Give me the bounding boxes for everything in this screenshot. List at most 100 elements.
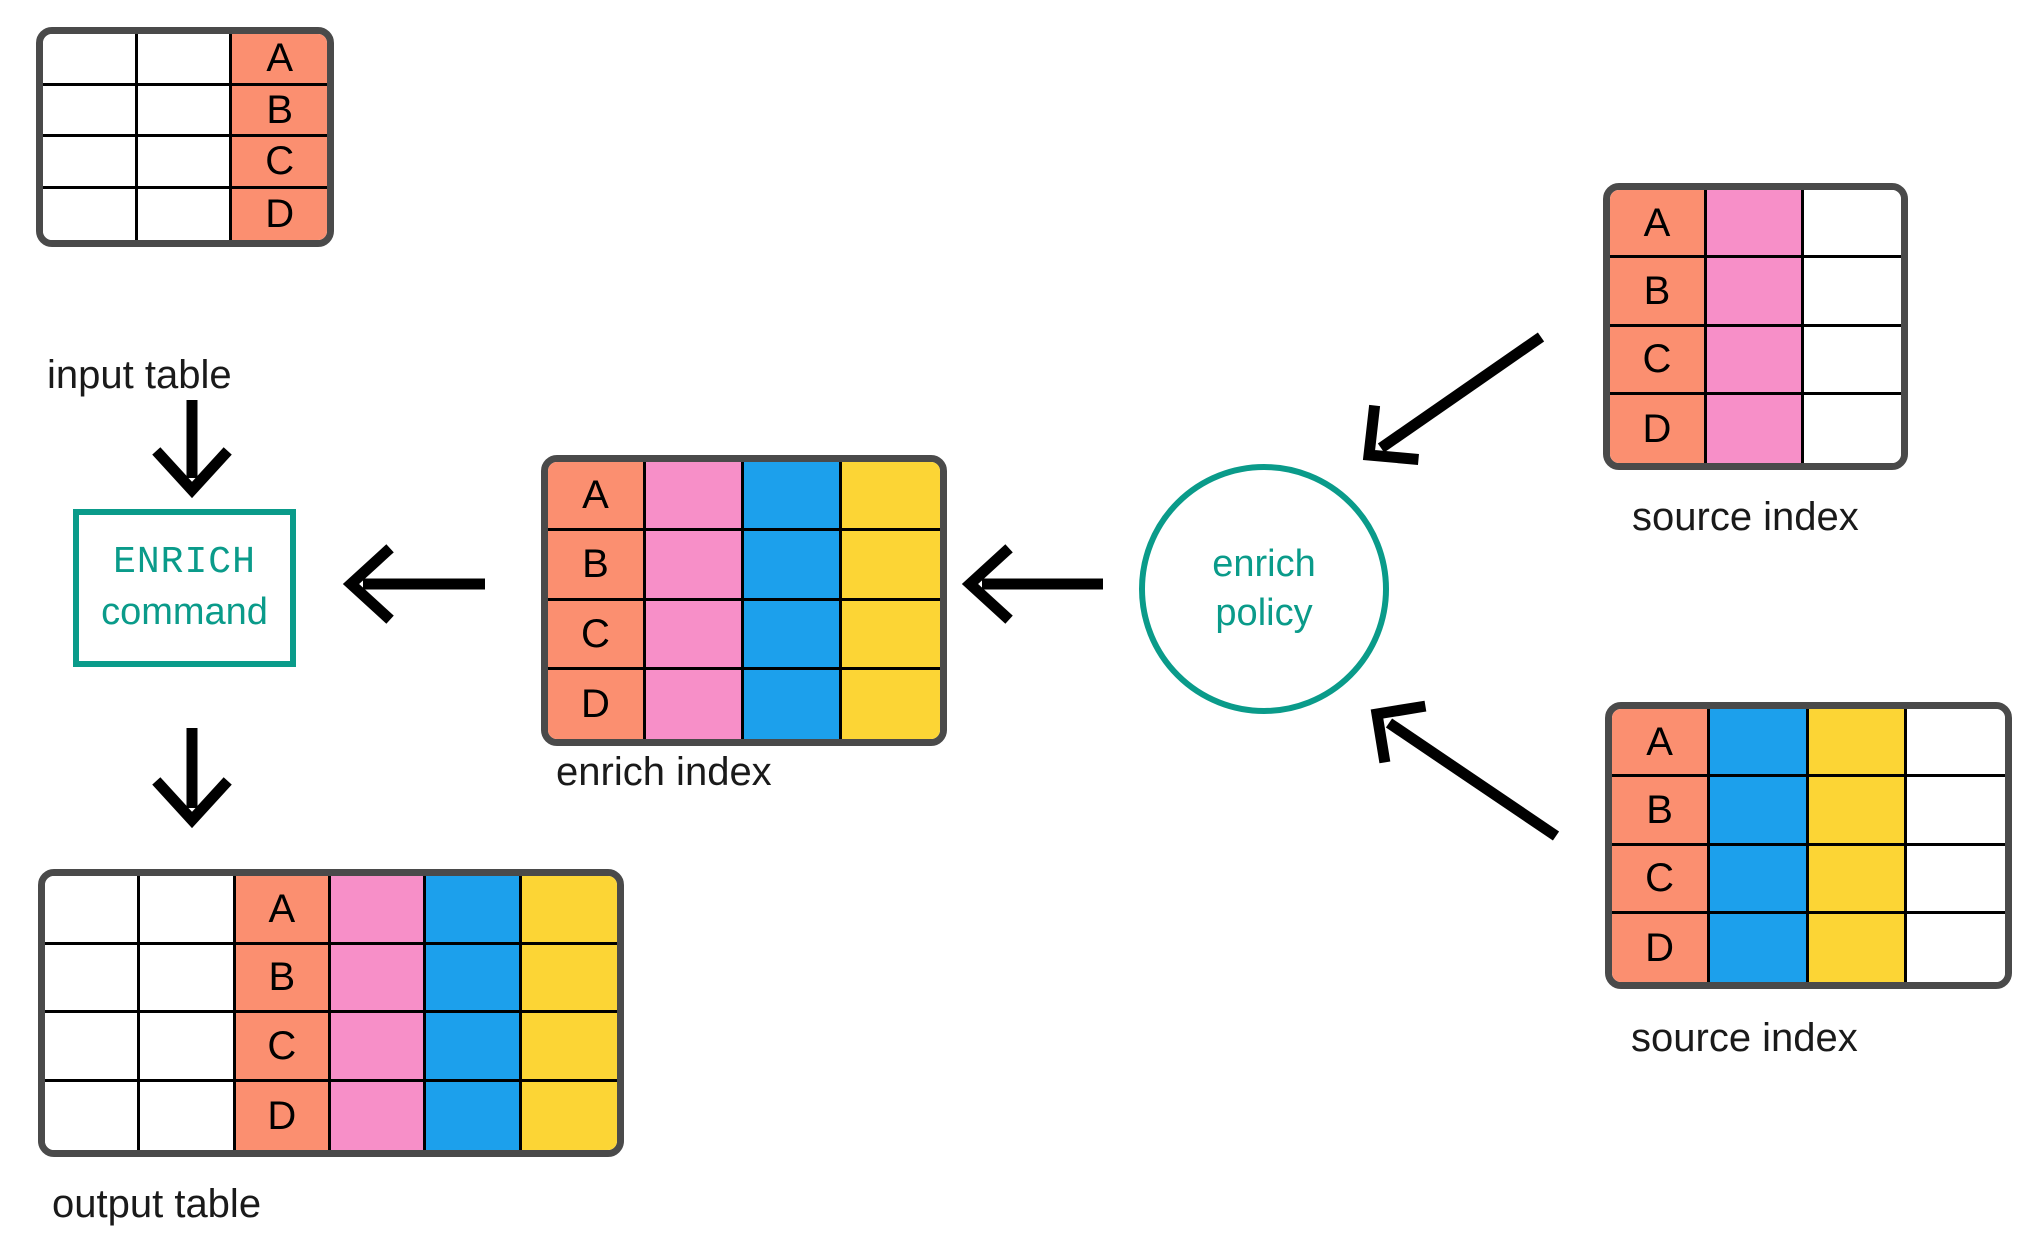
cell-yellow-field-row-4	[1808, 913, 1907, 982]
cell-yellow-field-row-2	[842, 531, 940, 601]
cell-yellow-field-row-4	[842, 669, 940, 739]
arrow-enrich-index-to-enrich-command	[342, 544, 485, 624]
cell-key-row-4: D	[548, 669, 646, 739]
cell-blank-1-row-3	[45, 1013, 141, 1082]
enrich-keyword: ENRICH	[113, 541, 256, 585]
cell-pink-field-row-2	[331, 944, 427, 1013]
cell-blue-field-row-1	[426, 876, 522, 945]
cell-pink-field-row-2	[646, 531, 744, 601]
cell-blank-2-row-2	[140, 944, 236, 1013]
arrow-source-index-bottom-to-enrich-policy	[1370, 700, 1560, 841]
cell-key-row-2: B	[1610, 258, 1707, 327]
cell-yellow-field-row-3	[842, 600, 940, 670]
arrow-source-index-top-to-enrich-policy	[1362, 332, 1545, 465]
cell-blue-field-row-1	[744, 462, 842, 532]
cell-key-row-3: C	[548, 600, 646, 670]
cell-key-row-1: A	[235, 876, 331, 945]
cell-blank-2-row-4	[137, 188, 233, 240]
cell-key-row-1: A	[1612, 709, 1711, 778]
cell-blue-field-row-2	[1710, 777, 1809, 846]
source-index-top-caption: source index	[1632, 495, 1859, 539]
output-table-caption: output table	[52, 1182, 262, 1226]
cell-blank-row-2	[1906, 777, 2005, 846]
cell-blank-2-row-1	[137, 34, 233, 86]
cell-blank-1-row-2	[43, 85, 138, 137]
cell-yellow-field-row-1	[521, 876, 617, 945]
cell-blank-row-3	[1906, 845, 2005, 914]
cell-blank-2-row-2	[137, 85, 233, 137]
cell-blue-field-row-2	[426, 944, 522, 1013]
cell-key-row-4: D	[235, 1081, 331, 1150]
enrich-policy-node[interactable]: enrich policy	[1139, 464, 1389, 714]
arrow-enrich-command-to-output-table	[152, 728, 232, 829]
cell-blank-row-3	[1804, 326, 1901, 395]
arrow-input-table-to-enrich-command	[152, 400, 232, 499]
cell-blank-1-row-1	[45, 876, 141, 945]
cell-blue-field-row-4	[426, 1081, 522, 1150]
cell-blank-2-row-3	[137, 137, 233, 189]
cell-blue-field-row-3	[426, 1013, 522, 1082]
arrow-enrich-policy-to-enrich-index	[961, 544, 1103, 624]
cell-pink-field-row-4	[1707, 394, 1804, 463]
cell-blank-1-row-1	[43, 34, 138, 86]
cell-yellow-field-row-2	[521, 944, 617, 1013]
cell-blank-1-row-4	[45, 1081, 141, 1150]
cell-key-row-4: D	[1612, 913, 1711, 982]
cell-blank-2-row-4	[140, 1081, 236, 1150]
cell-blank-1-row-2	[45, 944, 141, 1013]
cell-pink-field-row-3	[1707, 326, 1804, 395]
cell-key-row-2: B	[232, 85, 327, 137]
enrich-command-box[interactable]: ENRICH command	[73, 509, 296, 667]
cell-blank-2-row-1	[140, 876, 236, 945]
cell-pink-field-row-3	[331, 1013, 427, 1082]
cell-yellow-field-row-1	[1808, 709, 1907, 778]
cell-key-row-4: D	[1610, 394, 1707, 463]
cell-blank-row-4	[1906, 913, 2005, 982]
cell-pink-field-row-2	[1707, 258, 1804, 327]
enrich-command-word: command	[101, 591, 268, 633]
cell-yellow-field-row-3	[1808, 845, 1907, 914]
cell-yellow-field-row-2	[1808, 777, 1907, 846]
cell-pink-field-row-4	[331, 1081, 427, 1150]
cell-blank-row-1	[1804, 190, 1901, 259]
cell-key-row-2: B	[235, 944, 331, 1013]
cell-key-row-3: C	[235, 1013, 331, 1082]
cell-yellow-field-row-1	[842, 462, 940, 532]
source-index-bottom-caption: source index	[1631, 1016, 1858, 1060]
cell-key-row-2: B	[1612, 777, 1711, 846]
cell-key-row-1: A	[548, 462, 646, 532]
cell-pink-field-row-1	[331, 876, 427, 945]
cell-blank-2-row-3	[140, 1013, 236, 1082]
cell-yellow-field-row-3	[521, 1013, 617, 1082]
cell-key-row-2: B	[548, 531, 646, 601]
enrich-policy-line2: policy	[1215, 592, 1313, 634]
cell-blue-field-row-3	[1710, 845, 1809, 914]
input-table-caption: input table	[47, 353, 232, 397]
cell-blue-field-row-3	[744, 600, 842, 670]
cell-blue-field-row-1	[1710, 709, 1809, 778]
cell-key-row-3: C	[232, 137, 327, 189]
cell-key-row-4: D	[232, 188, 327, 240]
cell-blue-field-row-2	[744, 531, 842, 601]
cell-blue-field-row-4	[1710, 913, 1809, 982]
enrich-index-caption: enrich index	[556, 750, 772, 794]
cell-blank-row-2	[1804, 258, 1901, 327]
cell-key-row-1: A	[1610, 190, 1707, 259]
cell-pink-field-row-4	[646, 669, 744, 739]
cell-blue-field-row-4	[744, 669, 842, 739]
cell-yellow-field-row-4	[521, 1081, 617, 1150]
cell-blank-1-row-4	[43, 188, 138, 240]
cell-pink-field-row-1	[1707, 190, 1804, 259]
cell-pink-field-row-3	[646, 600, 744, 670]
cell-pink-field-row-1	[646, 462, 744, 532]
cell-blank-1-row-3	[43, 137, 138, 189]
cell-blank-row-4	[1804, 394, 1901, 463]
cell-key-row-3: C	[1612, 845, 1711, 914]
cell-blank-row-1	[1906, 709, 2005, 778]
